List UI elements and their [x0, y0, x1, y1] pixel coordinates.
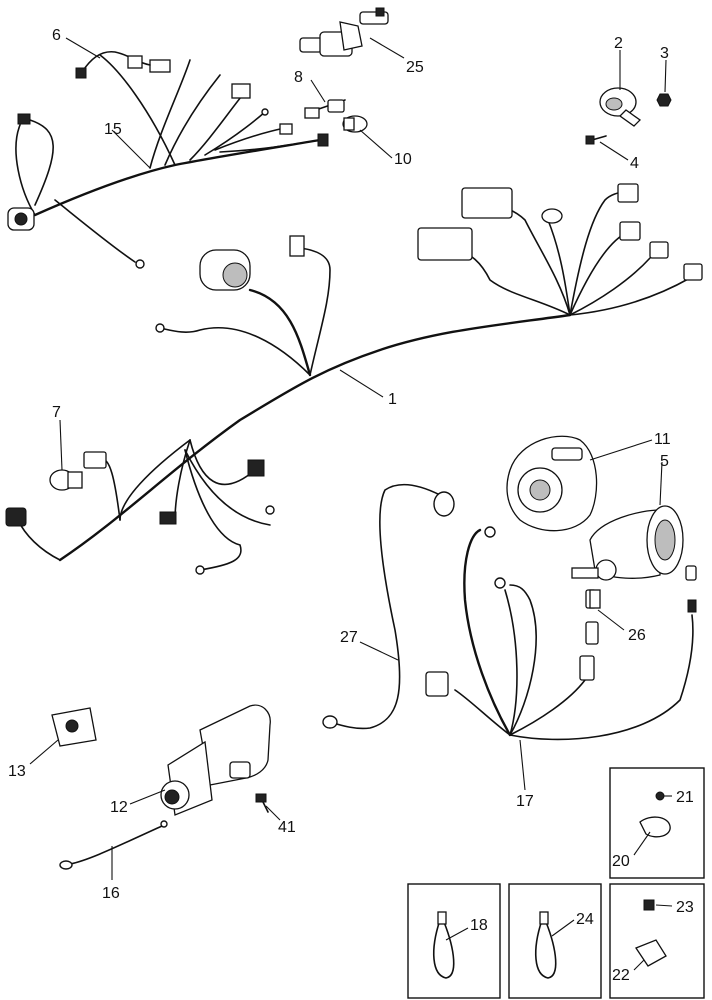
- callout-4: 4: [630, 155, 639, 172]
- callout-2: 2: [614, 35, 623, 52]
- callout-3: 3: [660, 45, 669, 62]
- callout-41: 41: [278, 819, 296, 836]
- callout-20: 20: [612, 853, 630, 870]
- connector-8: [304, 99, 346, 119]
- cable-27: [322, 483, 455, 730]
- inset-18: [407, 883, 501, 999]
- harness-15: [7, 54, 329, 269]
- callout-27: 27: [340, 629, 358, 646]
- callout-15: 15: [104, 121, 122, 138]
- cable-16: [59, 820, 168, 870]
- sensor-25: [299, 7, 389, 57]
- callout-23: 23: [676, 899, 694, 916]
- leader-lines: [29, 37, 673, 971]
- callout-1: 1: [388, 391, 397, 408]
- callout-13: 13: [8, 763, 26, 780]
- callout-17: 17: [516, 793, 534, 810]
- inset-22-23: [609, 883, 705, 999]
- sensor-26: [589, 589, 601, 609]
- compressor-5: [571, 505, 697, 581]
- solenoid-13: [51, 707, 97, 747]
- callout-22: 22: [612, 967, 630, 984]
- sensor-7: [49, 469, 83, 491]
- horn-2: [599, 87, 642, 127]
- callout-10: 10: [394, 151, 412, 168]
- switch-10: [342, 115, 368, 133]
- callout-12: 12: [110, 799, 128, 816]
- inset-24: [508, 883, 602, 999]
- harness-1: [5, 183, 703, 575]
- sensor-6: [75, 50, 151, 79]
- starter-12: [160, 704, 271, 816]
- inset-20-21: [609, 767, 705, 879]
- callout-8: 8: [294, 69, 303, 86]
- callout-25: 25: [406, 59, 424, 76]
- callout-labels: 6 15 25 8 10 2 3 4 1 7 11 5 26 27 17 13 …: [8, 27, 694, 984]
- callout-18: 18: [470, 917, 488, 934]
- nut-3: [656, 93, 672, 107]
- callout-11: 11: [654, 431, 671, 448]
- callout-5: 5: [660, 453, 669, 470]
- callout-6: 6: [52, 27, 61, 44]
- callout-26: 26: [628, 627, 646, 644]
- callout-21: 21: [676, 789, 694, 806]
- callout-24: 24: [576, 911, 594, 928]
- bolt-4: [585, 135, 607, 145]
- callout-16: 16: [102, 885, 120, 902]
- callout-7: 7: [52, 404, 61, 421]
- alternator-11: [506, 435, 598, 532]
- screw-41: [255, 793, 269, 813]
